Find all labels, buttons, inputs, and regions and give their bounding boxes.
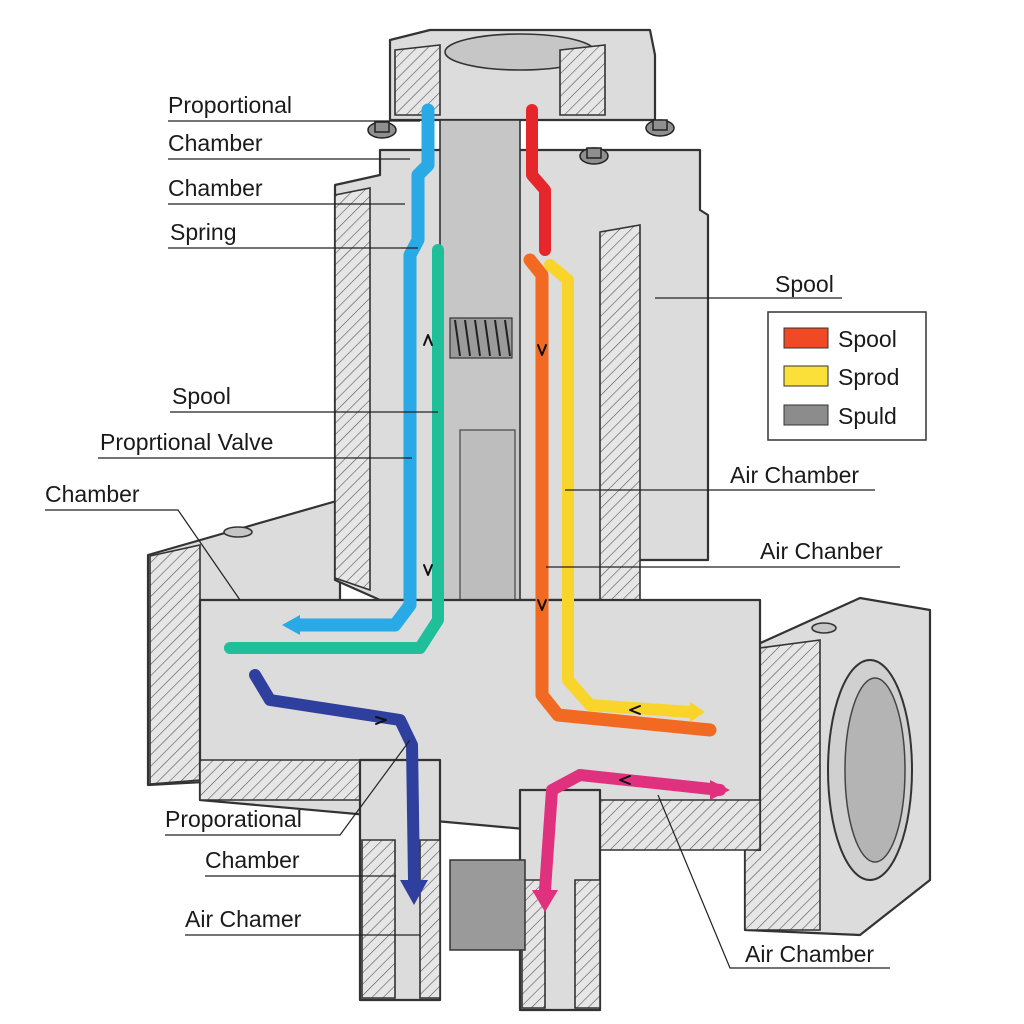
legend: Spool Sprod Spuld [767,311,927,441]
label-proportional-valve: Proprtional Valve [100,429,273,455]
flow-magenta-arrowhead [532,890,558,912]
label-spool-left: Spool [172,383,231,409]
label-spool-right: Spool [775,271,834,297]
label-air-chamer: Air Chamer [185,906,302,932]
right-port-hole [811,622,837,634]
label-air-chanber: Air Chanber [760,538,883,564]
label-spring: Spring [170,219,236,245]
label-air-chamber-right-1: Air Chamber [730,462,859,488]
label-proporational: Proporational [165,806,302,832]
left-port-wall [149,544,201,785]
valve-body [146,28,932,1012]
callout-labels: Proportional Chamber Chamber Spring Spoo… [45,92,883,967]
bolt-left [367,121,397,139]
flow-green [224,244,444,654]
legend-label-2: Sprod [838,364,899,390]
label-chamber-2: Chamber [168,175,263,201]
bolt-right-2 [645,119,675,137]
flow-magenta [539,769,726,896]
legend-swatch-2 [783,365,829,387]
bolt-right-1 [579,147,609,165]
legend-label-1: Spool [838,326,897,352]
lower-center-block [449,859,526,951]
spring [449,317,513,359]
top-cap-left-wall [394,44,441,116]
tower-left-wall [334,187,371,592]
label-air-chamber-bottom: Air Chamber [745,941,874,967]
tower-right-wall [599,224,641,642]
label-chamber-bottom: Chamber [205,847,300,873]
leader-lines [45,120,900,969]
flow-navy-arrowhead [400,880,428,905]
label-chamber-left: Chamber [45,481,140,507]
left-port-hole [223,526,253,538]
label-chamber-1: Chamber [168,130,263,156]
top-cap-right-wall [559,44,606,116]
lower-body-bottom-wall [199,759,381,801]
flow-red [526,104,551,256]
legend-label-3: Spuld [838,403,897,429]
legend-swatch-1 [783,327,829,349]
label-proportional-top: Proportional [168,92,292,118]
flow-orange [523,253,717,737]
flow-paths [224,103,730,912]
legend-swatch-3 [783,404,829,426]
central-tower [333,148,710,602]
flow-yellow [544,259,696,718]
flow-navy [249,669,420,886]
